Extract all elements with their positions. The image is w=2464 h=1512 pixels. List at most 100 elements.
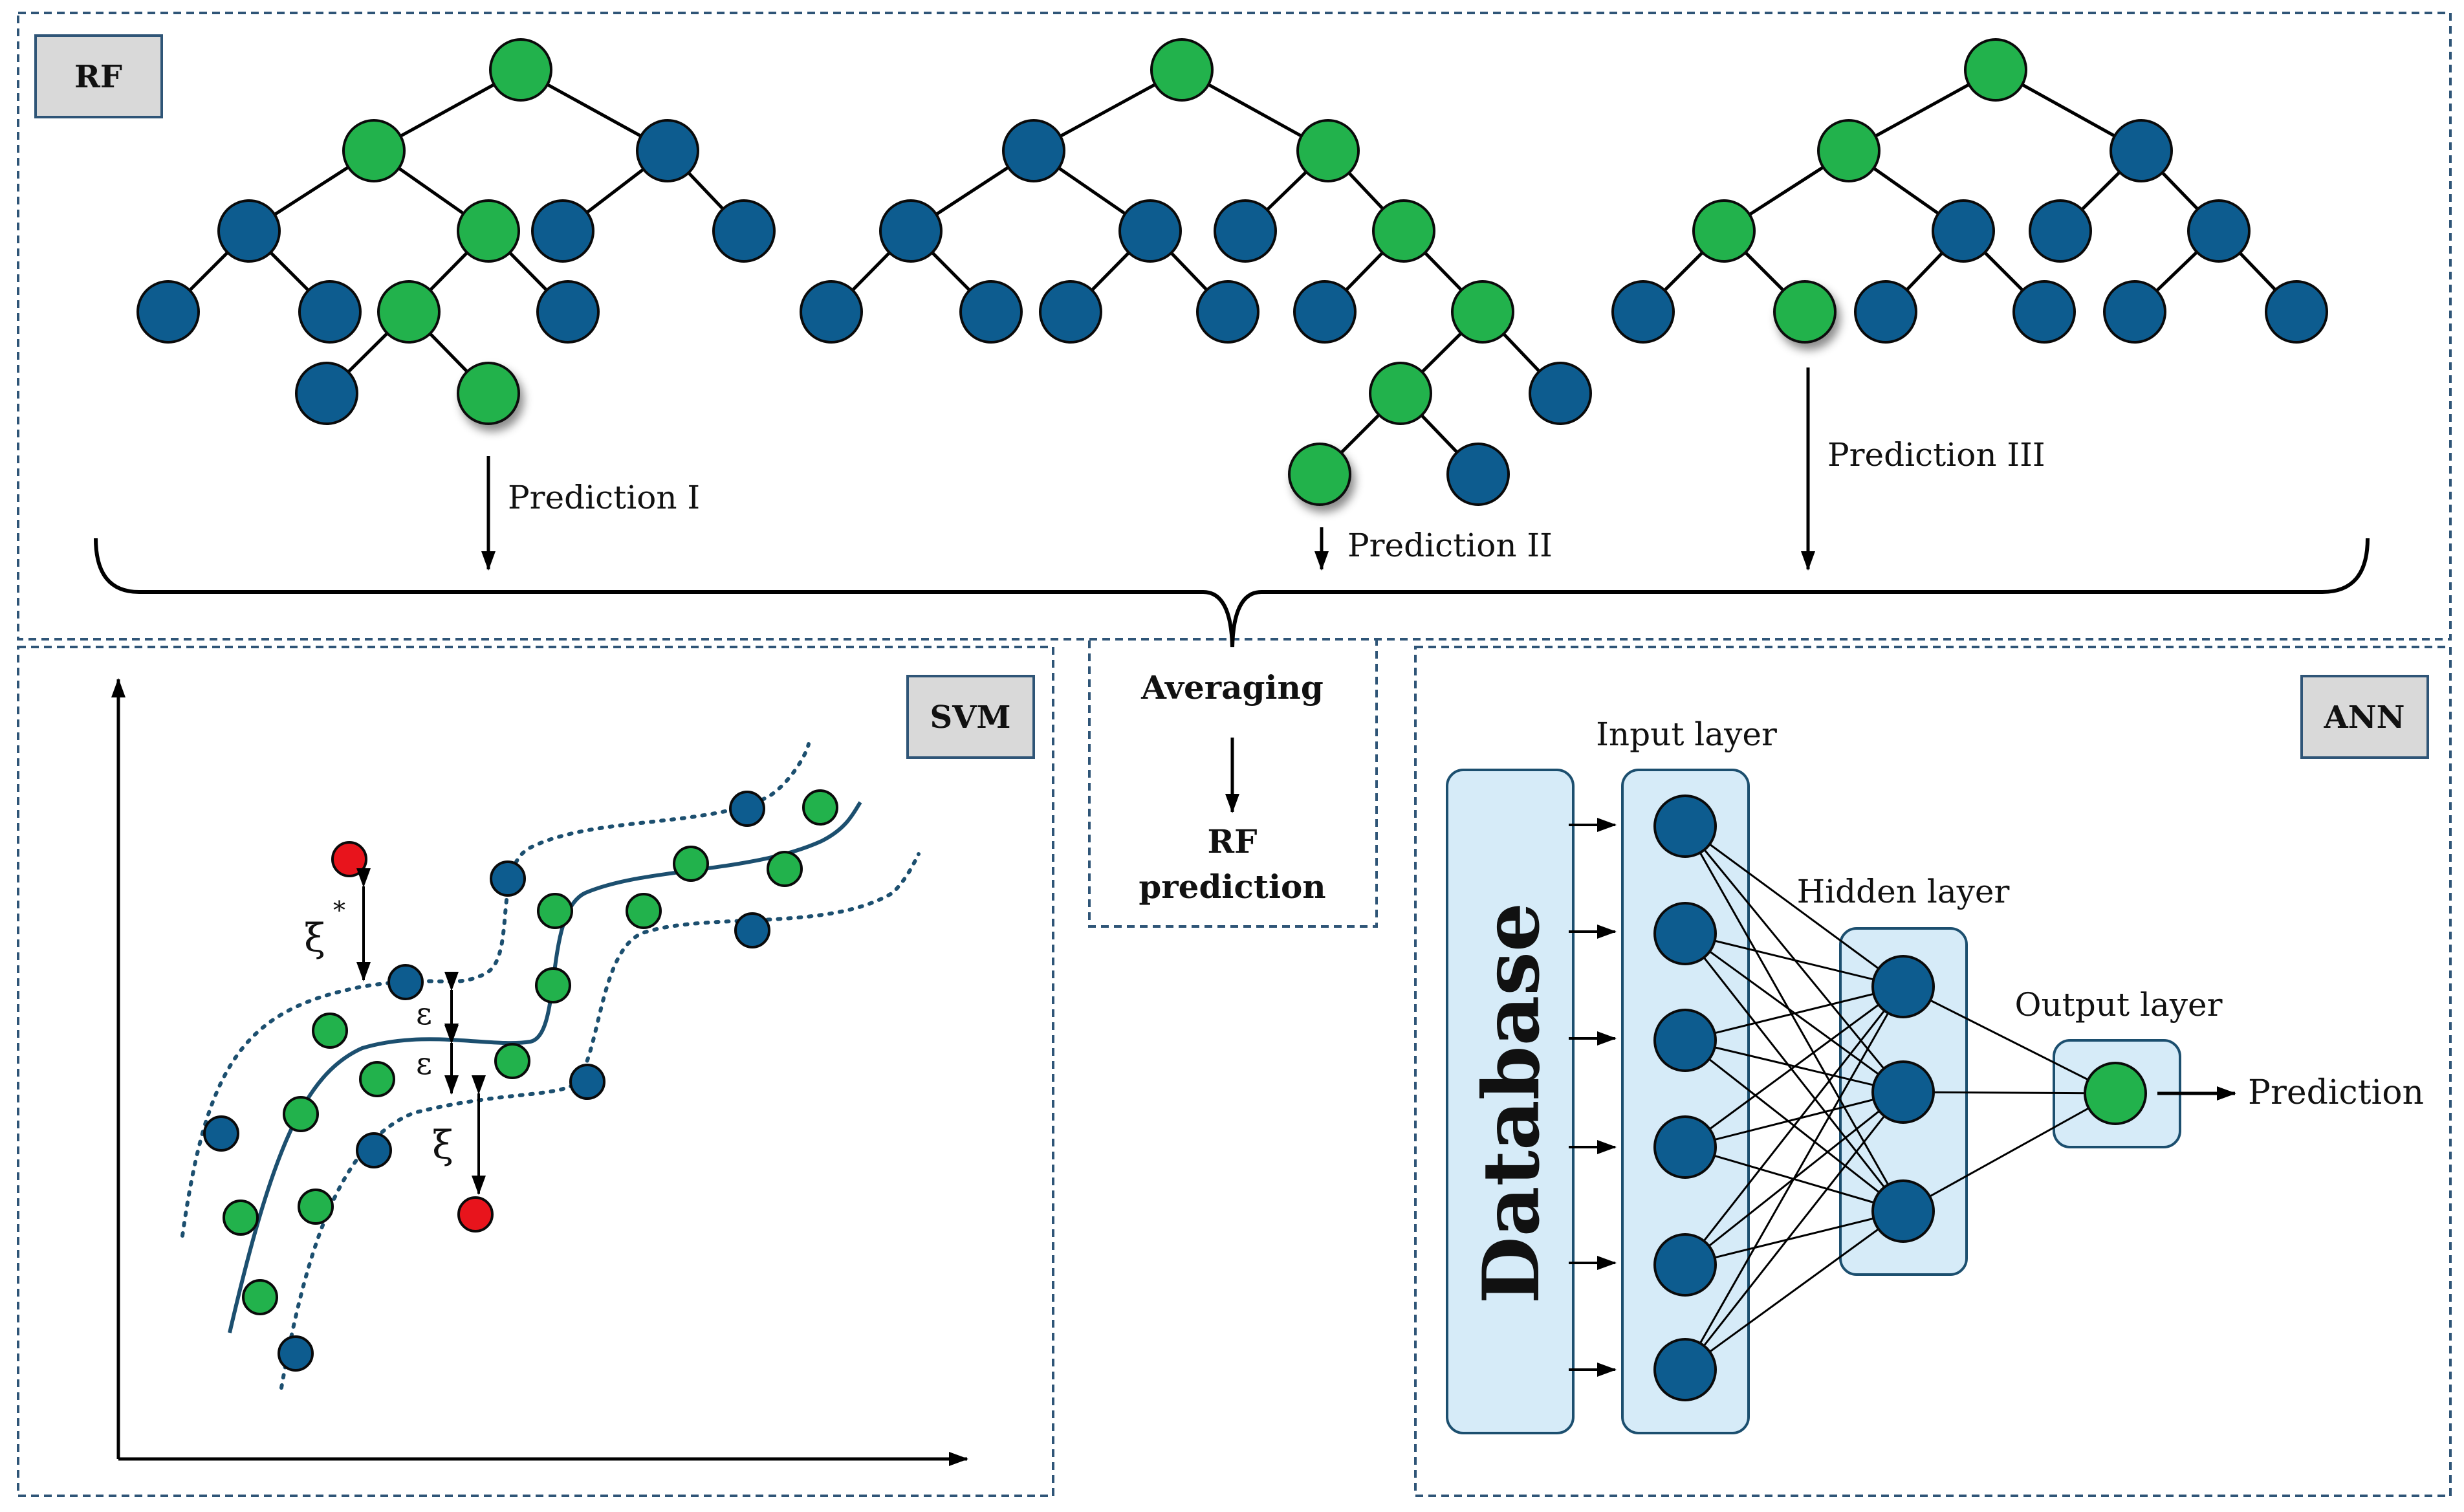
svm-green-point [535, 967, 571, 1003]
rf-tag-box [34, 34, 163, 118]
tree-1-leaf-prediction-node [457, 362, 520, 425]
input-neuron [1653, 1009, 1717, 1072]
tree-2-node [1118, 199, 1182, 263]
rf-panel: RF Prediction I Prediction II Prediction… [17, 12, 2452, 648]
svm-green-point [298, 1189, 334, 1225]
hidden-layer-label: Hidden layer [1797, 873, 2010, 910]
tree-3-node [2103, 280, 2166, 344]
tree-3-node [1854, 280, 1917, 344]
svm-green-point [494, 1043, 530, 1079]
input-hidden-connection [1684, 1091, 1904, 1370]
input-neuron [1653, 1338, 1717, 1401]
svm-blue-point [490, 860, 526, 897]
svm-panel: SVM ξ * ε ε ξ [17, 646, 1054, 1497]
rf-output-label-line1: RF [1207, 822, 1257, 860]
xi-star-superscript: * [333, 896, 345, 925]
xi-label: ξ [432, 1123, 453, 1168]
tree-2-node [1446, 443, 1510, 506]
input-hidden-connection [1684, 1210, 1904, 1371]
input-neuron [1653, 1233, 1717, 1297]
hidden-output-connection [1903, 985, 2116, 1095]
input-hidden-connection [1684, 826, 1904, 1212]
ann-connections [1684, 825, 2116, 1371]
database-box [1446, 769, 1575, 1434]
rf-output-label-line2: prediction [1139, 868, 1325, 906]
svm-blue-point [734, 912, 770, 948]
svm-tag-box [906, 675, 1035, 759]
tree-2-node [1214, 199, 1277, 263]
tree-3-node [2110, 119, 2173, 182]
epsilon-upper-label: ε [416, 996, 432, 1032]
input-hidden-connection [1684, 933, 1904, 1212]
svm-green-point [802, 789, 838, 826]
averaging-label: Averaging [1140, 668, 1324, 707]
tree-2-node [1293, 280, 1357, 344]
tree-3-node [1964, 38, 2027, 102]
prediction-1-label: Prediction I [508, 479, 700, 516]
svm-green-point [673, 846, 709, 882]
rf-tree-nodes [136, 38, 2328, 506]
input-hidden-connection [1684, 985, 1904, 1042]
prediction-2-label: Prediction II [1347, 527, 1553, 564]
tree-3-node [1611, 280, 1675, 344]
svm-green-point [242, 1279, 278, 1315]
svm-blue-point [387, 964, 424, 1000]
svm-upper-margin [180, 742, 811, 1238]
svm-blue-point [203, 1115, 239, 1152]
tree-1-node [342, 119, 406, 182]
tree-3-leaf-prediction-node [1773, 280, 1837, 344]
tree-2-leaf-prediction-node [1288, 443, 1351, 506]
svm-panel-border [17, 646, 1054, 1497]
input-hidden-connection [1684, 932, 1904, 988]
tree-2-node [1296, 119, 1360, 182]
tree-2-node [1451, 280, 1514, 344]
tree-3-node [1692, 199, 1756, 263]
input-layer-label: Input layer [1596, 716, 1777, 753]
ann-panel: ANN Database Input layer Hidden layer Ou… [1414, 646, 2452, 1497]
input-hidden-connection [1684, 985, 1904, 1148]
epsilon-lower-label: ε [416, 1046, 432, 1082]
averaging-panel-border [1088, 641, 1378, 928]
hidden-output-connection [1903, 1091, 2116, 1095]
tree-1-node [531, 199, 594, 263]
tree-1-node [636, 119, 699, 182]
svm-blue-point [356, 1132, 392, 1168]
svm-outlier-point [457, 1196, 494, 1233]
svm-green-point [312, 1013, 348, 1049]
tree-2-node [1002, 119, 1065, 182]
tree-1-node [377, 280, 441, 344]
output-layer-label: Output layer [2014, 986, 2222, 1024]
output-prediction-label: Prediction [2248, 1073, 2424, 1112]
svm-blue-point [729, 791, 765, 827]
svm-green-point [283, 1096, 319, 1132]
input-hidden-connection [1684, 1210, 1904, 1266]
prediction-3-label: Prediction III [1827, 436, 2045, 474]
tree-2-node [1369, 362, 1432, 425]
tree-1-node [298, 280, 362, 344]
hidden-neuron [1871, 1060, 1935, 1124]
tree-2-node [1529, 362, 1592, 425]
input-layer-box [1621, 769, 1750, 1434]
xi-star-label: ξ [304, 915, 325, 961]
tree-1-node [712, 199, 776, 263]
svm-green-point [767, 851, 803, 887]
input-neuron [1653, 794, 1717, 858]
hidden-neuron [1871, 1179, 1935, 1243]
svm-green-point [359, 1061, 395, 1097]
tree-2-node [1372, 199, 1435, 263]
svm-green-point [537, 893, 573, 929]
svm-green-point [626, 893, 662, 929]
tree-1-node [536, 280, 600, 344]
tree-1-node [217, 199, 281, 263]
rf-tag-label: RF [74, 59, 122, 95]
averaging-block: Averaging RF prediction [1088, 641, 1378, 928]
ann-tag-box [2300, 675, 2429, 759]
aggregation-brace [94, 538, 2370, 648]
ann-panel-border [1414, 646, 2452, 1497]
tree-3-node [1932, 199, 1995, 263]
database-to-input-arrows [1569, 818, 1617, 1377]
tree-2-node [1150, 38, 1214, 102]
svm-blue-point [278, 1335, 314, 1372]
tree-1-node [489, 38, 552, 102]
svm-data-points [203, 789, 838, 1372]
